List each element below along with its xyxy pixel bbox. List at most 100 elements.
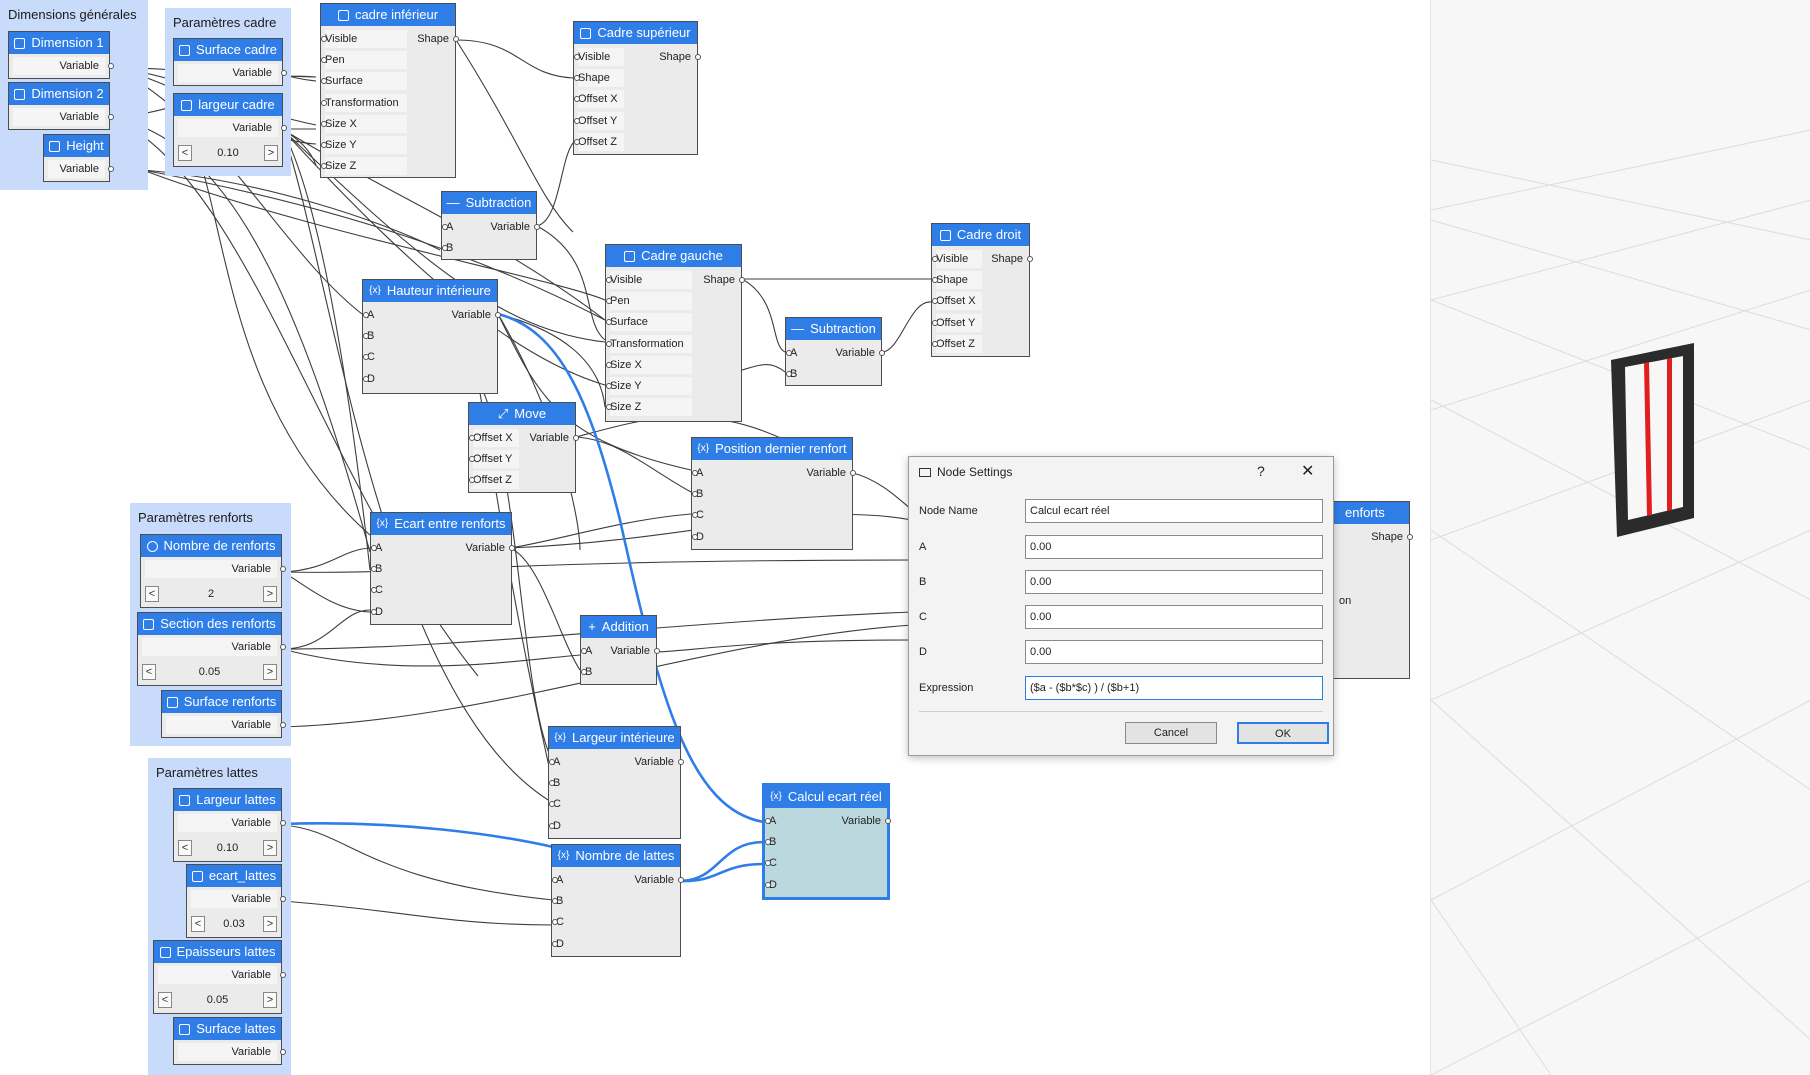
node-header[interactable]: Dimension 2	[9, 83, 109, 105]
input-pin[interactable]	[574, 139, 580, 145]
input-pin[interactable]	[932, 277, 938, 283]
output-pin[interactable]	[281, 70, 287, 76]
output-pin[interactable]	[678, 877, 684, 883]
input-pin[interactable]	[574, 96, 580, 102]
c-input[interactable]: 0.00	[1025, 605, 1323, 629]
node-header[interactable]: cadre inférieur	[321, 4, 455, 26]
node-header[interactable]: {x}Largeur intérieure	[549, 727, 680, 749]
decrement-button[interactable]: <	[178, 840, 192, 856]
param-epaisseurs-lattes[interactable]: Epaisseurs lattes Variable <0.05>	[153, 940, 286, 1014]
output-pin[interactable]	[280, 1049, 286, 1055]
decrement-button[interactable]: <	[158, 992, 172, 1008]
value-stepper[interactable]: <0.05>	[158, 991, 277, 1009]
input-pin[interactable]	[574, 75, 580, 81]
node-header[interactable]: +Addition	[581, 616, 656, 638]
input-pin[interactable]	[932, 298, 938, 304]
node-header[interactable]: Cadre supérieur	[574, 22, 697, 44]
decrement-button[interactable]: <	[145, 586, 159, 602]
input-pin[interactable]	[574, 118, 580, 124]
node-header[interactable]: Largeur lattes	[174, 789, 281, 811]
node-header[interactable]: —Subtraction	[786, 318, 881, 340]
input-pin[interactable]	[765, 860, 771, 866]
output-pin[interactable]	[280, 566, 286, 572]
node-header[interactable]: ⤢Move	[469, 403, 575, 425]
output-pin[interactable]	[678, 759, 684, 765]
input-pin[interactable]	[786, 371, 792, 377]
node-ecart-entre-renforts[interactable]: {x}Ecart entre renforts A B C D Variable	[370, 512, 515, 625]
input-pin[interactable]	[363, 312, 369, 318]
b-input[interactable]: 0.00	[1025, 570, 1323, 594]
output-pin[interactable]	[573, 435, 579, 441]
input-pin[interactable]	[606, 341, 612, 347]
value-stepper[interactable]: <0.05>	[142, 663, 277, 681]
output-pin[interactable]	[534, 224, 540, 230]
input-pin[interactable]	[552, 898, 558, 904]
input-pin[interactable]	[765, 818, 771, 824]
node-position-dernier-renfort[interactable]: {x}Position dernier renfort A B C D Vari…	[691, 437, 856, 550]
output-pin[interactable]	[509, 545, 515, 551]
input-pin[interactable]	[765, 882, 771, 888]
node-calcul-ecart-reel[interactable]: {x}Calcul ecart réel A B C D Variable	[762, 783, 891, 900]
input-pin[interactable]	[581, 648, 587, 654]
input-pin[interactable]	[363, 354, 369, 360]
input-pin[interactable]	[786, 350, 792, 356]
output-pin[interactable]	[108, 114, 114, 120]
node-header[interactable]: Height	[44, 135, 109, 157]
input-pin[interactable]	[692, 470, 698, 476]
node-header[interactable]: Nombre de renforts	[141, 535, 281, 557]
node-header[interactable]: Section des renforts	[138, 613, 281, 635]
input-pin[interactable]	[469, 456, 475, 462]
node-cadre-inferieur[interactable]: cadre inférieur Visible Pen Surface Tran…	[320, 3, 459, 178]
increment-button[interactable]: >	[263, 586, 277, 602]
input-pin[interactable]	[321, 121, 327, 127]
output-pin[interactable]	[1407, 534, 1413, 540]
decrement-button[interactable]: <	[178, 145, 192, 161]
output-pin[interactable]	[850, 470, 856, 476]
node-header[interactable]: largeur cadre	[174, 94, 282, 116]
input-pin[interactable]	[552, 919, 558, 925]
param-height[interactable]: Height Variable	[43, 134, 114, 182]
input-pin[interactable]	[469, 435, 475, 441]
input-pin[interactable]	[321, 57, 327, 63]
help-button[interactable]: ?	[1257, 463, 1265, 479]
node-cadre-superieur[interactable]: Cadre supérieur Visible Shape Offset X O…	[573, 21, 701, 155]
input-pin[interactable]	[549, 759, 555, 765]
node-subtraction-1[interactable]: —Subtraction A B Variable	[441, 191, 540, 260]
value-stepper[interactable]: <0.03>	[191, 915, 277, 933]
output-pin[interactable]	[280, 896, 286, 902]
input-pin[interactable]	[321, 100, 327, 106]
input-pin[interactable]	[932, 341, 938, 347]
ok-button[interactable]: OK	[1237, 722, 1329, 744]
expression-input[interactable]: ($a - ($b*$c) ) / ($b+1)	[1025, 676, 1323, 700]
param-surface-renforts[interactable]: Surface renforts Variable	[161, 690, 286, 738]
node-hauteur-interieure[interactable]: {x}Hauteur intérieure A B C D Variable	[362, 279, 501, 394]
input-pin[interactable]	[442, 245, 448, 251]
output-pin[interactable]	[495, 312, 501, 318]
output-pin[interactable]	[739, 277, 745, 283]
increment-button[interactable]: >	[264, 145, 278, 161]
input-pin[interactable]	[574, 54, 580, 60]
input-pin[interactable]	[932, 320, 938, 326]
input-pin[interactable]	[321, 163, 327, 169]
input-pin[interactable]	[321, 36, 327, 42]
input-pin[interactable]	[321, 142, 327, 148]
input-pin[interactable]	[549, 780, 555, 786]
node-settings-dialog[interactable]: Node Settings ? ✕ Node Name Calcul ecart…	[908, 456, 1334, 756]
input-pin[interactable]	[321, 78, 327, 84]
output-pin[interactable]	[108, 166, 114, 172]
node-cadre-droit[interactable]: Cadre droit Visible Shape Offset X Offse…	[931, 223, 1033, 357]
node-header[interactable]: Cadre droit	[932, 224, 1029, 246]
node-header[interactable]: Epaisseurs lattes	[154, 941, 281, 963]
close-button[interactable]: ✕	[1301, 463, 1315, 480]
param-section-renforts[interactable]: Section des renforts Variable <0.05>	[137, 612, 286, 686]
node-header[interactable]: Surface cadre	[174, 39, 282, 61]
output-pin[interactable]	[885, 818, 891, 824]
output-pin[interactable]	[1027, 256, 1033, 262]
param-largeur-cadre[interactable]: largeur cadre Variable <0.10>	[173, 93, 287, 167]
value-stepper[interactable]: <0.10>	[178, 839, 277, 857]
node-header[interactable]: Cadre gauche	[606, 245, 741, 267]
cancel-button[interactable]: Cancel	[1125, 722, 1217, 744]
node-move[interactable]: ⤢Move Offset X Offset Y Offset Z Variabl…	[468, 402, 579, 493]
param-dimension-2[interactable]: Dimension 2 Variable	[8, 82, 114, 130]
node-header[interactable]: Surface lattes	[174, 1018, 281, 1040]
